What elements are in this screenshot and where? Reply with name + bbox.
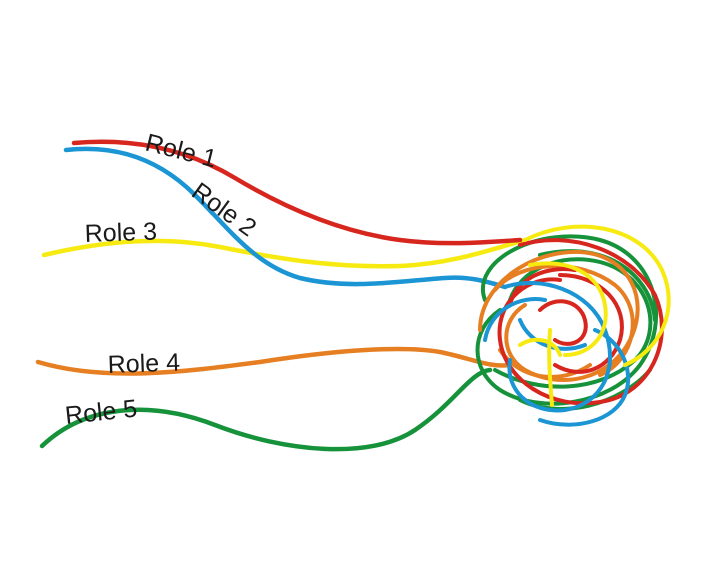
role-5-label: Role 5: [64, 395, 139, 430]
role-1-thread: [71, 139, 523, 246]
role-5-thread: [39, 367, 493, 452]
role-4-label: Role 4: [107, 348, 180, 379]
tangled-ball: [475, 224, 671, 427]
role-3-label: Role 3: [84, 217, 157, 248]
role-4-thread: [35, 346, 513, 376]
role-2-thread: [63, 146, 508, 290]
role-3-thread: [41, 237, 528, 269]
